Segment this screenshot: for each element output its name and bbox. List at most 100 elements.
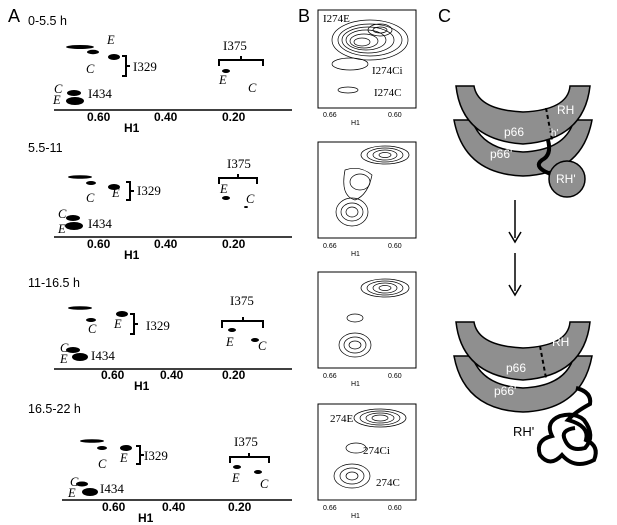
row-3-i434-label: I434 [91,348,115,363]
row-2-c-label: C [86,191,95,205]
top-rhp-label: RH' [556,172,576,186]
row-4-c2-label: C [260,477,269,491]
top-th-label: 'h' [549,128,558,139]
box-4-tick-060: 0.60 [388,505,402,512]
panel-c-bottom-schematic: RH p66 p66' RH' [453,321,598,466]
bottom-p66-label: p66 [506,361,526,375]
row-2-c2-label: C [246,192,255,206]
row-1-e3-label: E [52,93,61,107]
row-2-tick-040: 0.40 [154,237,178,251]
row-2-i434-label: I434 [88,216,112,231]
panel-c-arrows [508,200,522,297]
top-domain-divider [545,107,553,141]
row-1-tick-060: 0.60 [87,110,111,124]
row-2-tick-060: 0.60 [87,237,111,251]
row-3-peaks [66,306,259,361]
box-2-tick-066: 0.66 [323,243,337,250]
top-p66-label: p66 [504,125,524,139]
row-4-tick-040: 0.40 [162,500,186,514]
top-rh-label: RH [557,103,574,117]
row-2-i375-label: I375 [227,156,251,171]
row-2-i329-bracket [126,181,134,201]
row-4-peaks [76,439,262,496]
row-3-tick-040: 0.40 [160,368,184,382]
row-1-tick-040: 0.40 [154,110,178,124]
row-4-i329-label: I329 [144,448,168,463]
panel-c-letter: C [438,6,451,26]
panel-c-top-schematic: RH p66 p66' 'h' RH' [453,85,593,198]
row-4-i434-label: I434 [100,481,124,496]
panel-b-box-2: 0.66 0.60 H1 [317,141,417,258]
row-1-time-label: 0-5.5 h [28,14,67,28]
row-3-i375-bracket [221,317,264,328]
panel-a-letter: A [8,6,20,26]
row-4-time-label: 16.5-22 h [28,402,81,416]
row-1-c3-label: C [54,82,63,96]
row-1-tick-020: 0.20 [222,110,246,124]
box-4-label-e: 274E [330,413,354,425]
box-3-tick-060: 0.60 [388,373,402,380]
box-1-label-c: I274C [374,87,402,99]
bottom-domain-divider [539,345,547,379]
row-4-tick-060: 0.60 [102,500,126,514]
box-3-axis-label: H1 [351,381,360,388]
row-4-e2-label: E [231,471,240,485]
top-p66p-label: p66' [490,147,512,161]
row-1-i434-label: I434 [88,86,112,101]
box-2-tick-060: 0.60 [388,243,402,250]
box-1-tick-060: 0.60 [388,112,402,119]
row-2-peaks [65,175,248,230]
row-3-e3-label: E [59,352,68,366]
panel-b-box-1: I274E I274Ci I274C 0.66 0.60 H1 [317,9,417,127]
row-4-i375-label: I375 [234,434,258,449]
row-3-i329-bracket [130,313,138,335]
bottom-unfolded-rhprime [536,386,598,466]
row-4-tick-020: 0.20 [228,500,252,514]
panel-b-box-3: 0.66 0.60 H1 [317,271,417,388]
row-4-i329-bracket [136,445,144,465]
row-2-i329-label: I329 [137,183,161,198]
row-3-i329-label: I329 [146,318,170,333]
bottom-p66p-label: p66' [494,384,516,398]
row-3-axis-label: H1 [134,379,150,393]
row-2-e2-label: E [219,182,228,196]
row-1-c-label: C [86,62,95,76]
row-3-c2-label: C [258,339,267,353]
row-2-i375-bracket [218,174,258,184]
bottom-rhp-label: RH' [513,424,534,439]
box-4-contours [333,408,407,489]
bottom-p66prime-subunit [453,355,593,413]
row-4-axis-label: H1 [138,511,154,525]
panel-b-box-4: 274E 274Ci 274C 0.66 0.60 H1 [317,403,417,520]
box-1-contours [331,19,409,94]
row-3-c3-label: C [60,341,69,355]
row-1-i329-bracket [122,55,130,77]
panel-b-letter: B [298,6,310,26]
row-1-peaks [66,45,230,105]
panel-a-row-1: 0-5.5 h C E I329 I375 E C C E I434 0.60 … [28,14,292,135]
box-4-axis-label: H1 [351,513,360,520]
row-1-i375-bracket [218,56,264,66]
row-2-e-label: E [111,186,120,200]
box-2-contours [335,145,410,227]
row-2-time-label: 5.5-11 [28,141,63,155]
box-4-label-ci: 274Ci [363,445,390,457]
box-1-tick-066: 0.66 [323,112,337,119]
box-1-label-e: I274E [323,13,350,25]
row-1-i329-label: I329 [133,59,157,74]
row-1-c2-label: C [248,81,257,95]
top-p66-subunit [455,85,591,145]
bottom-p66-subunit [455,321,591,381]
row-3-tick-020: 0.20 [222,368,246,382]
row-4-c3-label: C [70,475,79,489]
box-3-contours [338,278,410,358]
box-1-axis-label: H1 [351,120,360,127]
box-1-label-ci: I274Ci [372,65,403,77]
box-4-label-c: 274C [376,477,400,489]
row-2-tick-020: 0.20 [222,237,246,251]
row-2-axis-label: H1 [124,248,140,262]
row-3-e-label: E [113,317,122,331]
row-4-i375-bracket [229,453,270,463]
top-rhprime-domain [548,160,586,198]
row-3-time-label: 11-16.5 h [28,276,80,290]
